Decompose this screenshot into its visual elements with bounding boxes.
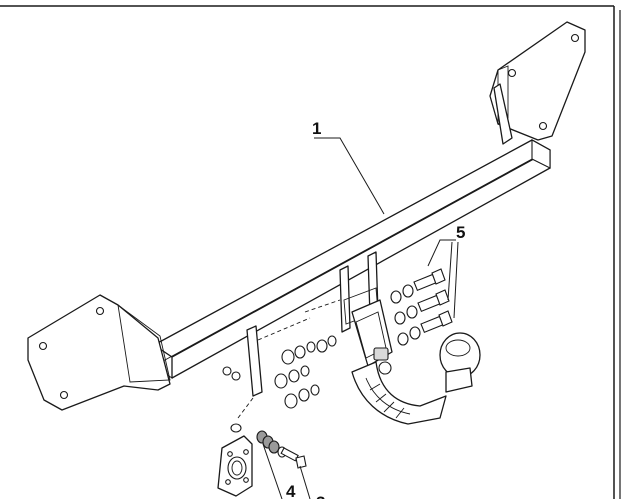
callout-leaders xyxy=(262,137,459,499)
bolt xyxy=(281,341,316,365)
callout-5: 5 xyxy=(456,223,465,242)
nut xyxy=(295,455,307,469)
callout-1: 1 xyxy=(312,119,321,138)
bolt xyxy=(274,365,310,389)
cross-beam xyxy=(153,139,551,379)
callout-4: 4 xyxy=(286,482,296,499)
socket-bracket xyxy=(217,423,253,497)
socket-lever xyxy=(373,347,392,375)
left-mounting-bracket xyxy=(27,294,171,411)
socket-bolt xyxy=(277,446,299,462)
washer xyxy=(222,366,241,381)
bolt xyxy=(394,289,450,325)
page-border xyxy=(0,5,621,499)
bolt xyxy=(316,335,337,353)
center-mounting-plates xyxy=(246,251,379,397)
bolt-cluster-left xyxy=(222,335,337,409)
socket-fasteners xyxy=(237,397,307,469)
spring-washer xyxy=(256,430,280,454)
right-mounting-bracket xyxy=(489,21,586,145)
bolt-cluster-right xyxy=(390,268,453,346)
callout-3: 3 xyxy=(316,493,325,499)
tow-ball-assembly xyxy=(351,299,481,425)
bolt xyxy=(390,268,446,304)
bolt xyxy=(397,310,453,346)
bolt xyxy=(284,384,320,409)
